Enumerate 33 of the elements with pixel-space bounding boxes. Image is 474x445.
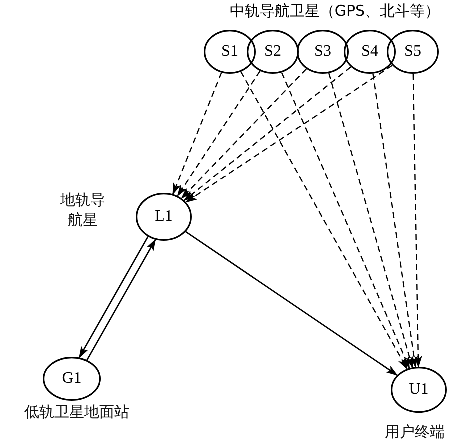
node-ellipse xyxy=(136,193,192,241)
arrow xyxy=(185,65,393,203)
arrow xyxy=(240,72,408,370)
node-label: S2 xyxy=(264,43,282,61)
node-ellipse xyxy=(387,30,439,74)
node-caption: 用户终端 xyxy=(384,422,446,442)
node-caption: 地轨导航星 xyxy=(60,190,106,230)
node-ellipse xyxy=(43,357,101,401)
node-label: S3 xyxy=(314,43,332,61)
diagram-title: 中轨导航卫星（GPS、北斗等） xyxy=(228,2,442,21)
node-label: L1 xyxy=(155,208,173,226)
arrow xyxy=(181,68,308,200)
arrow xyxy=(177,70,261,197)
node-ellipse xyxy=(297,30,349,74)
arrow xyxy=(86,239,156,361)
node-ellipse xyxy=(344,30,396,74)
node-caption: 低轨卫星地面站 xyxy=(24,402,130,422)
node-ellipse xyxy=(247,30,299,74)
node-label: S4 xyxy=(362,43,378,61)
node-label: S1 xyxy=(222,43,238,61)
arrow xyxy=(412,74,422,368)
arrow xyxy=(281,72,410,370)
arrow xyxy=(184,66,352,202)
arrow xyxy=(78,236,149,359)
node-label: G1 xyxy=(62,370,82,388)
arrow xyxy=(372,74,418,368)
node-label: S5 xyxy=(404,43,422,61)
arrow xyxy=(172,72,222,196)
node-ellipse xyxy=(391,367,447,413)
arrow xyxy=(328,73,414,369)
node-label: U1 xyxy=(409,381,429,399)
node-ellipse xyxy=(204,30,256,74)
arrow xyxy=(186,231,398,376)
